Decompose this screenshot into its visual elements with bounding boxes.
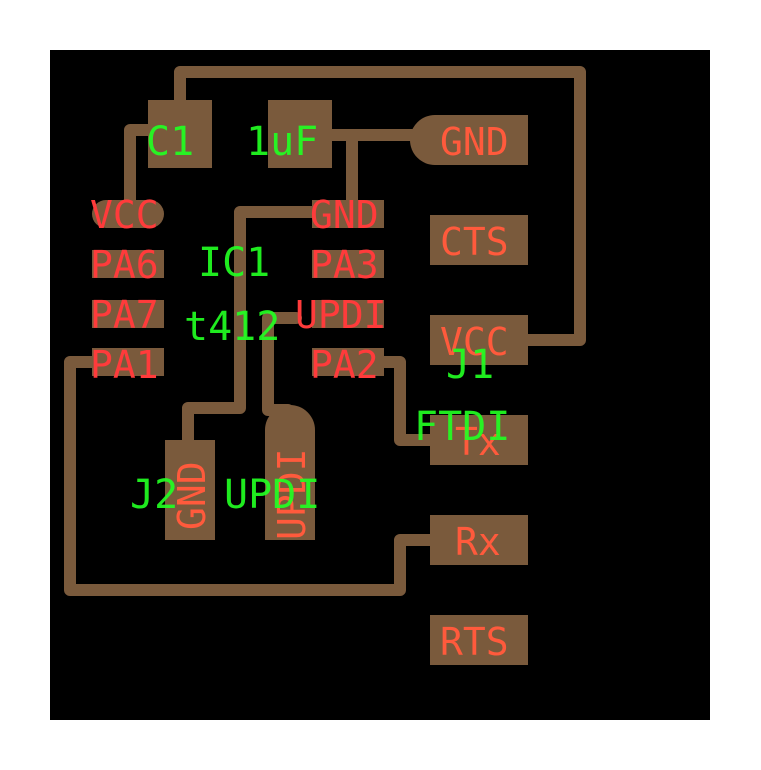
j2-pin-label: UPDI (270, 448, 314, 540)
c1-pad-2 (268, 100, 332, 168)
j2-pad-gnd (165, 440, 215, 540)
j1-pad-cts (430, 215, 528, 265)
j1-pad-gnd-square (440, 115, 528, 165)
j2-value-label: UPDI (224, 472, 320, 518)
j1-pin-labels: GND CTS VCC Tx Rx RTS (440, 120, 509, 664)
c1-pad-1 (148, 100, 212, 168)
ic1-pin-label: VCC (90, 193, 159, 237)
trace-gnd-rail (182, 129, 358, 456)
j1-pad-tx (430, 415, 528, 465)
j1-pin-label: Rx (455, 520, 501, 564)
j1-pad-vcc (430, 315, 528, 365)
ic1-pad-pa3 (312, 250, 384, 278)
ic1-pad-pa6 (92, 250, 164, 278)
part-labels: C1 1uF IC1 t412 J1 FTDI J2 UPDI (130, 119, 510, 518)
trace-pa1-to-rx (64, 356, 446, 596)
j1-pad-rts (430, 615, 528, 665)
j1-pin-label: Tx (455, 420, 501, 464)
ic1-pin-labels: VCC PA6 PA7 PA1 GND PA3 UPDI PA2 (90, 193, 387, 387)
ic1-pad-updi (312, 300, 384, 328)
ic1-pad-pa7 (92, 300, 164, 328)
c1-value-label: 1uF (246, 119, 318, 165)
ic1-pin-label: PA7 (90, 293, 159, 337)
j1-pin-label: VCC (440, 320, 509, 364)
j1-pin-label: GND (440, 120, 509, 164)
j2-pin-labels: GND UPDI (170, 448, 314, 540)
ic1-pin-label: PA1 (90, 343, 159, 387)
ic1-pad-pa1 (92, 348, 164, 376)
ic1-pin-label: PA6 (90, 243, 159, 287)
copper-pads (92, 100, 528, 665)
ic1-pin-label: PA3 (310, 243, 379, 287)
ic1-pad-pa2 (312, 348, 384, 376)
ic1-value-label: t412 (184, 304, 280, 350)
j2-ref-label: J2 (130, 472, 178, 518)
c1-ref-label: C1 (146, 119, 194, 165)
j1-value-label: FTDI (414, 404, 510, 450)
j1-pin-label: RTS (440, 620, 509, 664)
ic1-pad-vcc (92, 200, 164, 228)
j1-pad-rx (430, 515, 528, 565)
j1-pin-label: CTS (440, 220, 509, 264)
trace-c1-to-j1-vcc (174, 66, 586, 346)
ic1-pin-label: UPDI (295, 293, 387, 337)
j2-pad-updi-square (265, 440, 315, 540)
ic1-pin-label: PA2 (310, 343, 379, 387)
ic1-ref-label: IC1 (198, 240, 270, 286)
j2-pin-label: GND (170, 461, 214, 530)
ic1-pin-label: GND (310, 193, 379, 237)
ic1-pad-gnd (312, 200, 384, 228)
j1-ref-label: J1 (446, 342, 494, 388)
